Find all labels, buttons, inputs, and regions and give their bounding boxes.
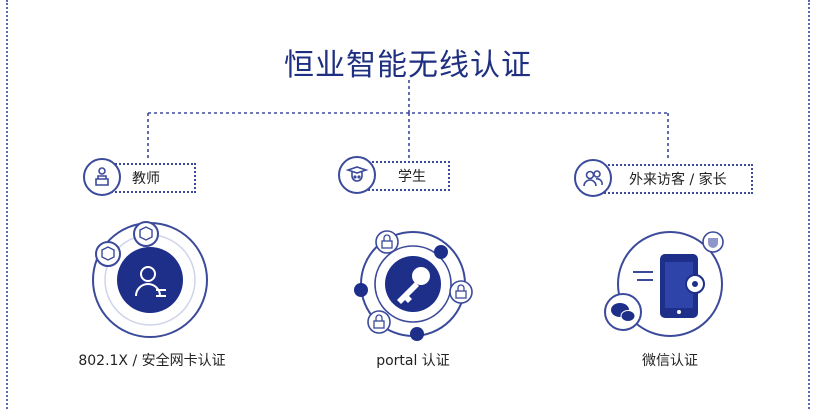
- frame-border-right: [808, 0, 810, 409]
- method-label-wechat: 微信认证: [642, 353, 698, 369]
- teacher-icon: [83, 158, 121, 196]
- method-label-portal: portal 认证: [376, 353, 450, 369]
- role-label: 外来访客 / 家长: [629, 172, 727, 188]
- key-lock-icon: [354, 230, 473, 341]
- visitors-icon: [574, 159, 612, 197]
- frame-border-left: [6, 0, 8, 409]
- method-label-8021x: 802.1X / 安全网卡认证: [78, 353, 226, 369]
- role-label: 学生: [398, 169, 426, 185]
- student-icon: [338, 156, 376, 194]
- wechat-phone-icon: [604, 231, 724, 337]
- user-card-icon: [92, 221, 208, 338]
- role-student: 学生: [364, 161, 450, 191]
- role-visitors: 外来访客 / 家长: [597, 164, 753, 194]
- diagram-title: 恒业智能无线认证: [284, 48, 532, 83]
- role-label: 教师: [132, 171, 160, 187]
